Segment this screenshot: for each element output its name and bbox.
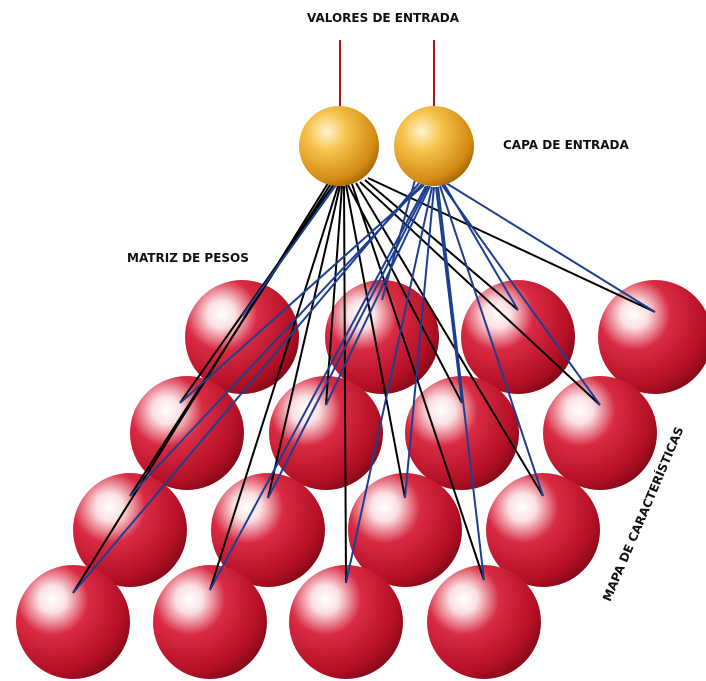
map-neuron xyxy=(461,280,575,394)
map-neuron xyxy=(427,565,541,679)
input-layer-label: CAPA DE ENTRADA xyxy=(503,138,629,152)
map-neuron xyxy=(598,280,706,394)
map-neuron xyxy=(153,565,267,679)
input-values-label: VALORES DE ENTRADA xyxy=(307,11,459,25)
weight-line xyxy=(242,185,336,316)
feature-map xyxy=(16,280,706,679)
weight-matrix-label: MATRIZ DE PESOS xyxy=(127,251,249,265)
map-neuron xyxy=(16,565,130,679)
weight-line xyxy=(444,184,518,310)
map-neuron xyxy=(543,376,657,490)
input-neuron-1 xyxy=(299,106,379,186)
input-neuron-2 xyxy=(394,106,474,186)
map-row-4 xyxy=(185,280,706,394)
weight-line xyxy=(344,186,346,583)
input-layer xyxy=(299,106,474,186)
